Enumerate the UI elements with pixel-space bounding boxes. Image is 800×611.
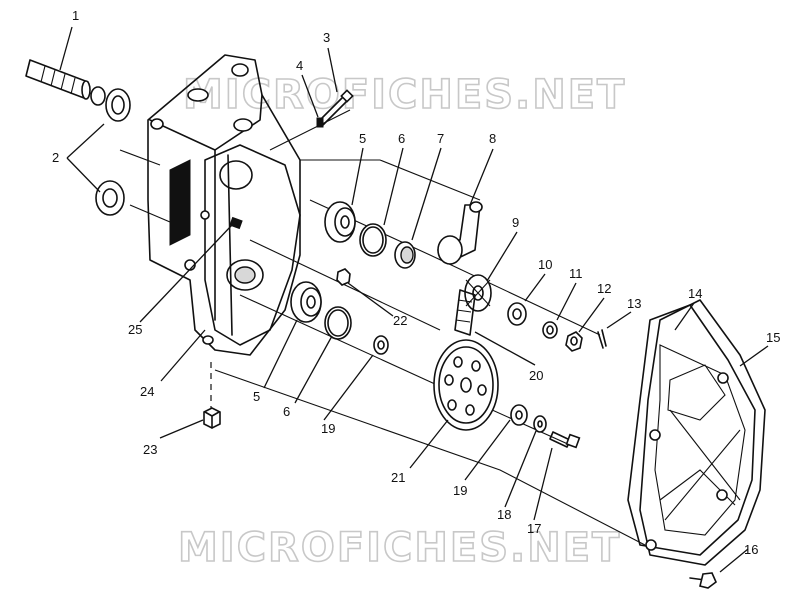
- watermark-bottom: MICROFICHES.NET: [178, 525, 621, 571]
- part-18-washer: [533, 415, 547, 433]
- callout-8: 8: [489, 131, 496, 146]
- callout-11: 11: [569, 266, 583, 281]
- callout-3: 3: [323, 30, 330, 45]
- callout-1: 1: [72, 8, 79, 23]
- part-15-cover: [639, 299, 766, 566]
- callout-5: 5: [359, 131, 366, 146]
- part-6-ring-upper: [359, 223, 387, 257]
- callout-7: 7: [437, 131, 444, 146]
- callout-labels: 1 2 3 4 5 6 7 8 9 10 11 12 13 14 15 16 1…: [52, 8, 780, 557]
- callout-15: 15: [766, 330, 780, 345]
- watermark-top: MICROFICHES.NET: [183, 72, 626, 118]
- part-21-lower-sprocket: [433, 339, 499, 431]
- part-5-bearing-lower: [290, 281, 322, 323]
- callout-17: 17: [527, 521, 541, 536]
- part-7-bushing: [394, 241, 416, 269]
- callout-10: 10: [538, 257, 552, 272]
- part-11-washer: [542, 321, 558, 339]
- callout-20: 20: [529, 368, 543, 383]
- part-16-cover-bolt: [689, 572, 717, 589]
- callout-25: 25: [128, 322, 142, 337]
- part-4-screw: [316, 117, 324, 128]
- assembly-centerlines: [119, 109, 646, 546]
- part-24-chain-guide: [227, 154, 233, 336]
- part-19-washer-lower: [510, 404, 528, 426]
- callout-2: 2: [52, 150, 59, 165]
- part-1-shaft: [25, 59, 91, 100]
- part-17-bolt: [549, 431, 581, 449]
- part-6-ring-lower: [324, 306, 352, 340]
- callout-14: 14: [688, 286, 702, 301]
- callout-9: 9: [512, 215, 519, 230]
- part-23-drain-bolt: [203, 407, 221, 429]
- part-10-washer: [507, 302, 527, 326]
- callout-12: 12: [597, 281, 611, 296]
- leader-lines: [59, 26, 769, 573]
- part-25-stud: [229, 216, 243, 230]
- part-8-tensioner: [437, 201, 483, 265]
- part-12-nut: [565, 331, 583, 352]
- callout-24: 24: [140, 384, 154, 399]
- part-2-seals: [90, 86, 131, 216]
- callout-23: 23: [143, 442, 157, 457]
- callout-22: 22: [393, 313, 407, 328]
- callout-6: 6: [398, 131, 405, 146]
- part-14-gasket: [627, 304, 756, 556]
- callout-16: 16: [744, 542, 758, 557]
- callout-18: 18: [497, 507, 511, 522]
- callout-19-lower: 19: [453, 483, 467, 498]
- part-20-chain: [454, 289, 476, 336]
- callout-19: 19: [321, 421, 335, 436]
- callout-13: 13: [627, 296, 641, 311]
- callout-6-lower: 6: [283, 404, 290, 419]
- part-22-nut: [336, 268, 351, 286]
- part-5-bearing-upper: [324, 201, 356, 243]
- callout-5-lower: 5: [253, 389, 260, 404]
- callout-21: 21: [391, 470, 405, 485]
- part-19-washer-upper: [373, 335, 389, 355]
- callout-4: 4: [296, 58, 303, 73]
- part-13-cotter-pin: [597, 329, 607, 349]
- chaincase-housing: [147, 54, 301, 356]
